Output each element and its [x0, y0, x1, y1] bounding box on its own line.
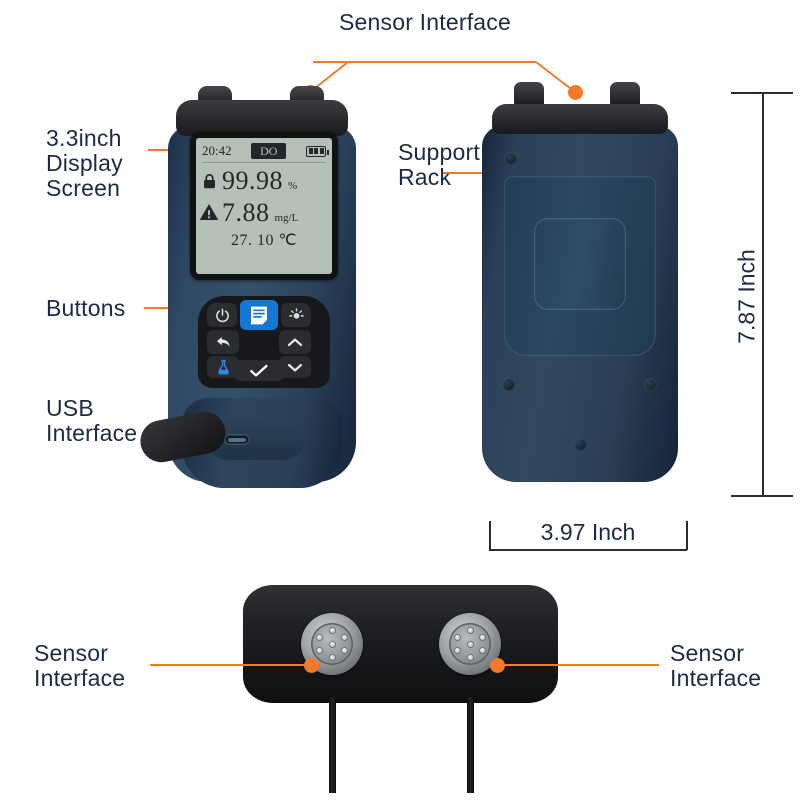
- keypad: [198, 296, 330, 388]
- lock-icon: [196, 174, 222, 189]
- lcd-value-do-percent: 99.98: [222, 166, 283, 195]
- flask-calibration-icon: [217, 359, 229, 375]
- callout-sensor-interface-bottom-left: Sensor Interface: [34, 640, 126, 691]
- lcd-status-bar: 20:42 DO: [196, 141, 332, 161]
- up-button[interactable]: [279, 330, 311, 354]
- check-icon: [250, 364, 268, 377]
- dimension-width-cap-right: [686, 521, 688, 550]
- lcd-unit-do-mgl: mg/L: [274, 212, 299, 224]
- bottom-housing: [243, 585, 558, 703]
- leader-sensor-bottom-right: [497, 664, 659, 666]
- power-icon: [215, 308, 229, 322]
- lcd-temperature: 27. 10 ℃: [231, 232, 297, 249]
- support-rack-inset: [534, 218, 626, 310]
- back-view: [482, 82, 678, 486]
- menu-button[interactable]: [240, 300, 278, 330]
- callout-buttons: Buttons: [46, 295, 126, 321]
- screw-bottom-right: [644, 378, 657, 391]
- callout-sensor-interface-top: Sensor Interface: [339, 9, 511, 35]
- front-view: 20:42 DO 99.98 %: [136, 86, 356, 488]
- display-bezel: 20:42 DO 99.98 %: [190, 132, 338, 280]
- lcd-time: 20:42: [202, 143, 232, 158]
- lcd-readings: 99.98 % 7.88 mg/L: [196, 166, 332, 250]
- lcd-divider: [202, 162, 326, 163]
- dimension-width-line: [489, 549, 687, 551]
- dimension-width-label: 3.97 Inch: [540, 519, 636, 545]
- dimension-height-cap-top: [731, 92, 793, 94]
- battery-icon: [306, 145, 329, 157]
- screw-bottom-left: [502, 378, 515, 391]
- dot-sensor-bottom-right: [490, 658, 505, 673]
- dot-sensor-top-back: [568, 85, 583, 100]
- screw-bottom-center: [574, 438, 587, 451]
- dimension-height-cap-bottom: [731, 495, 793, 497]
- back-arrow-icon: [216, 337, 230, 347]
- callout-sensor-interface-bottom-right: Sensor Interface: [670, 640, 762, 691]
- screw-top-left: [504, 152, 517, 165]
- chevron-down-icon: [287, 363, 303, 371]
- back-sensor-port-cap-left: [514, 82, 544, 106]
- support-rack-panel: [504, 176, 656, 356]
- dimension-height-label: 7.87 Inch: [733, 249, 760, 344]
- dot-sensor-bottom-left: [304, 658, 319, 673]
- sensor-cable-right: [467, 697, 474, 793]
- menu-document-icon: [251, 306, 267, 324]
- leader-sensor-bottom-left: [150, 664, 312, 666]
- warning-triangle-icon: [196, 203, 222, 221]
- sensor-connector-left-pins: [311, 623, 353, 665]
- backlight-icon: [288, 307, 304, 319]
- bottom-view: [243, 585, 558, 800]
- chevron-up-icon: [287, 338, 303, 346]
- dimension-height-line: [762, 92, 764, 496]
- backlight-button[interactable]: [281, 303, 311, 327]
- confirm-button[interactable]: [230, 360, 288, 381]
- top-cap: [176, 100, 348, 136]
- dimension-width-cap-left: [489, 521, 491, 550]
- lcd-row-do-mgl: 7.88 mg/L: [196, 198, 332, 228]
- usb-c-port: [224, 434, 250, 445]
- lcd-mode-badge: DO: [251, 143, 287, 159]
- lcd-row-do-percent: 99.98 %: [196, 166, 332, 196]
- lcd-screen: 20:42 DO 99.98 %: [196, 138, 332, 274]
- back-top-cap: [492, 104, 668, 134]
- callout-display-screen: 3.3inch Display Screen: [46, 125, 123, 201]
- sensor-connector-right-pins: [449, 623, 491, 665]
- lcd-unit-do-percent: %: [288, 180, 298, 192]
- back-button[interactable]: [207, 330, 239, 354]
- lcd-value-do-mgl: 7.88: [222, 198, 270, 227]
- callout-usb-interface: USB Interface: [46, 395, 138, 446]
- sensor-cable-left: [329, 697, 336, 793]
- callout-support-rack: Support Rack: [398, 139, 480, 190]
- back-sensor-port-cap-right: [610, 82, 640, 106]
- power-button[interactable]: [207, 303, 237, 327]
